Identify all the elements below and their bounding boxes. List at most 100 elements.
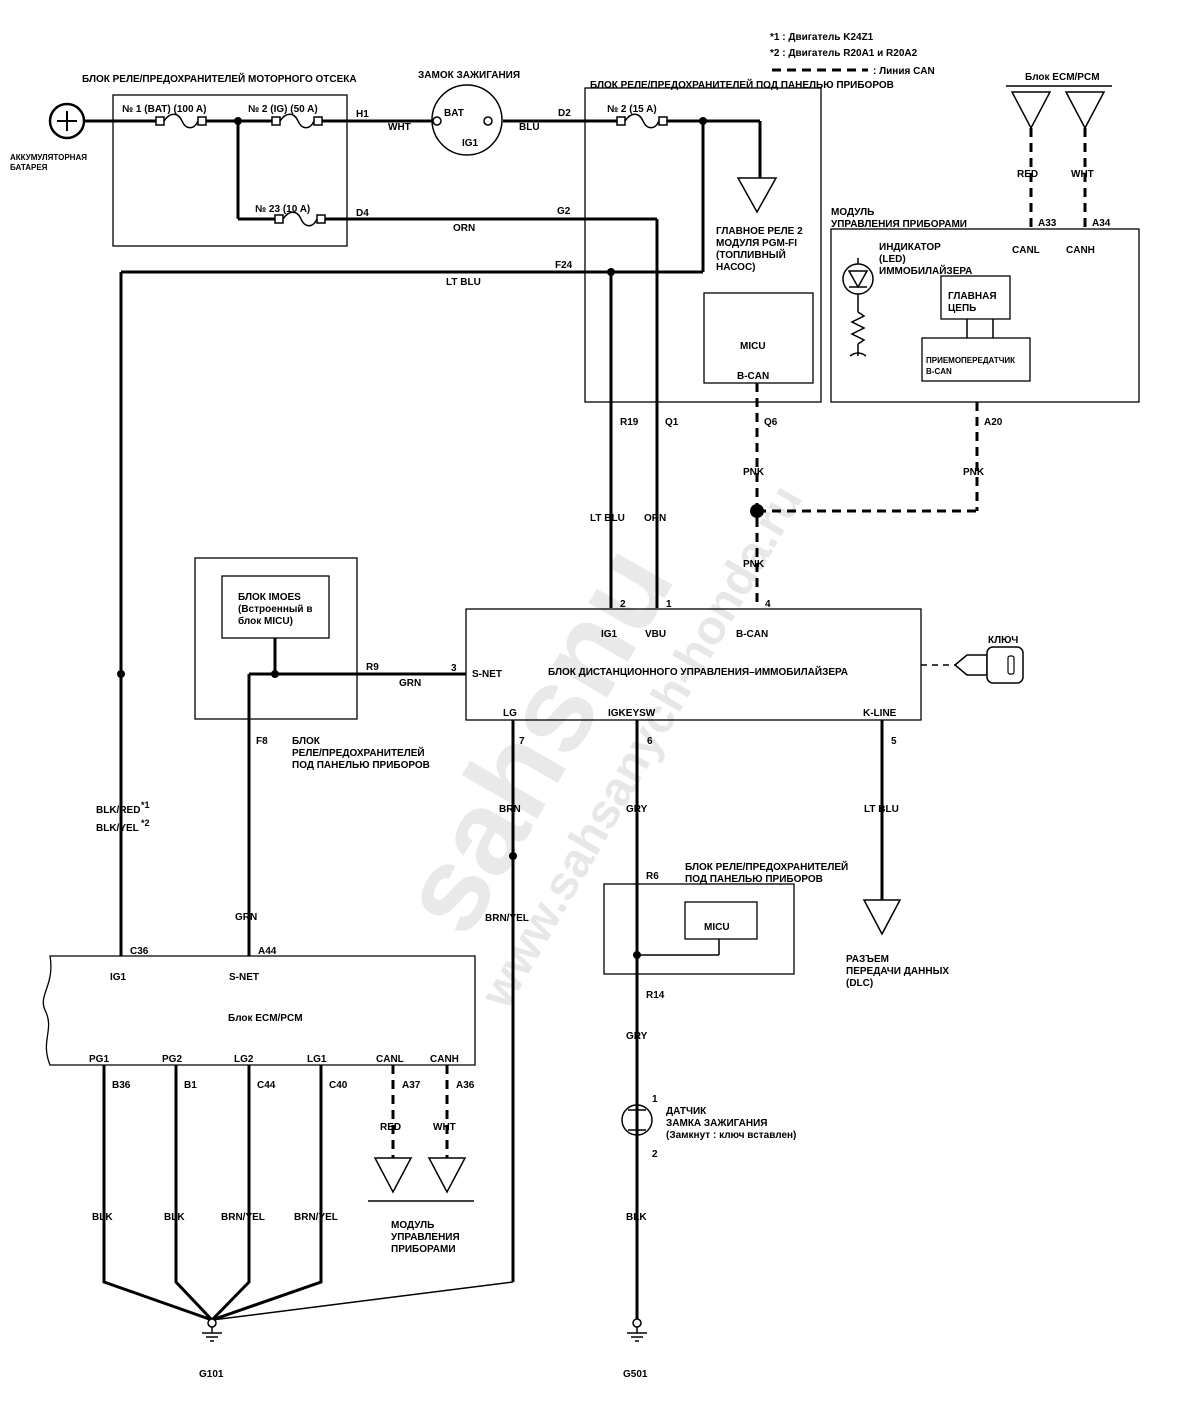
- ecm-ig1: IG1: [110, 972, 127, 983]
- ecm-gauge-label-3: ПРИБОРАМИ: [391, 1244, 456, 1255]
- relay-label-2: МОДУЛЯ PGM-FI: [716, 238, 797, 249]
- led-icon: [842, 258, 874, 357]
- immob-igkeysw: IGKEYSW: [608, 708, 656, 719]
- dlc-label-2: ПЕРЕДАЧИ ДАННЫХ: [846, 966, 949, 977]
- fuse-23-label: № 23 (10 A): [255, 204, 310, 215]
- wire-sup-2: *2: [141, 818, 150, 828]
- ecm-c36: C36: [130, 946, 149, 957]
- wire-label-blu: BLU: [519, 122, 540, 133]
- gauge-canh: CANH: [1066, 245, 1095, 256]
- ignition-switch: [431, 84, 503, 156]
- immob-ig1: IG1: [601, 629, 618, 640]
- gauge-main-1: ГЛАВНАЯ: [948, 291, 997, 302]
- ignition-ig1: IG1: [462, 138, 479, 149]
- sensor-label-2: ЗАМКА ЗАЖИГАНИЯ: [666, 1118, 768, 1129]
- wire-label-orn-q1: ORN: [644, 513, 666, 524]
- imoes-caption-3: ПОД ПАНЕЛЬЮ ПРИБОРОВ: [292, 760, 430, 771]
- micu-box: [703, 292, 814, 384]
- ecm-snet: S-NET: [229, 972, 259, 983]
- ground-g101: G101: [199, 1369, 224, 1380]
- immob-pin-2: 2: [620, 599, 626, 610]
- ig1-junction: [117, 670, 125, 678]
- pin-r9: R9: [366, 662, 379, 673]
- imoes-caption-1: БЛОК: [292, 736, 321, 747]
- ground-g501: G501: [623, 1369, 648, 1380]
- dash-fuse-2: [616, 113, 668, 129]
- gauge-main-2: ЦЕПЬ: [948, 303, 976, 314]
- gauge-a33: A33: [1038, 218, 1057, 229]
- fuse-23: [274, 211, 326, 227]
- key-icon: [953, 646, 1024, 684]
- gauge-trx-1: ПРИЕМОПЕРЕДАТЧИК: [926, 356, 1015, 365]
- pin-d2: D2: [558, 108, 571, 119]
- dlc-label-3: (DLC): [846, 978, 873, 989]
- key-label: КЛЮЧ: [988, 635, 1018, 646]
- immob-pin-6: 6: [647, 736, 653, 747]
- wire-label-pnk-3: PNK: [743, 559, 765, 570]
- ecm-top-title: Блок ECM/PCM: [1025, 72, 1100, 83]
- pin-q1: Q1: [665, 417, 679, 428]
- sensor-label-1: ДАТЧИК: [666, 1106, 707, 1117]
- gauge-a20: A20: [984, 417, 1003, 428]
- sensor-pin-2: 2: [652, 1149, 658, 1160]
- ecm-gauge-label-2: УПРАВЛЕНИЯ: [391, 1232, 460, 1243]
- watermark: sahsnu www.sahsanych-honda.ru: [373, 477, 813, 1018]
- gauge-canl: CANL: [1012, 245, 1040, 256]
- immob-pin-5: 5: [891, 736, 897, 747]
- ecm-lg1: LG1: [307, 1054, 327, 1065]
- wire-label-blk-yel: BLK/YEL: [96, 823, 139, 834]
- wire-label-grn-snet: GRN: [399, 678, 421, 689]
- micu-label: MICU: [740, 341, 766, 352]
- ecm-c44: C44: [257, 1080, 276, 1091]
- imoes-label-2: (Встроенный в: [238, 604, 312, 615]
- fuse-1-label: № 1 (BAT) (100 A): [122, 104, 207, 115]
- pin-f8: F8: [256, 736, 268, 747]
- ecm-top-red: RED: [1017, 169, 1038, 180]
- wire-label-gry-1: GRY: [626, 804, 648, 815]
- dlc-label-1: РАЗЪЕМ: [846, 954, 889, 965]
- dash-fuse-box: [584, 87, 822, 403]
- wire-label-lt-blu-r19: LT BLU: [590, 513, 625, 524]
- ecm-b36: B36: [112, 1080, 131, 1091]
- ecm-top-antenna-wht: [1064, 91, 1106, 130]
- fuse-2-label: № 2 (IG) (50 A): [248, 104, 318, 115]
- pin-g2: G2: [557, 206, 571, 217]
- immob-kline: K-LINE: [863, 708, 897, 719]
- ecm-lg2: LG2: [234, 1054, 254, 1065]
- immob-pin-4: 4: [765, 599, 771, 610]
- wire-label-orn-top: ORN: [453, 223, 475, 234]
- micu2-caption-2: ПОД ПАНЕЛЬЮ ПРИБОРОВ: [685, 874, 823, 885]
- note-1: *1 : Двигатель K24Z1: [770, 32, 874, 43]
- imoes-caption-2: РЕЛЕ/ПРЕДОХРАНИТЕЛЕЙ: [292, 746, 425, 759]
- pin-f24: F24: [555, 260, 573, 271]
- wire-label-brn-yel-2: BRN/YEL: [221, 1212, 265, 1223]
- gauge-title-1: МОДУЛЬ: [831, 207, 874, 218]
- wire-label-lt-blu-top: LT BLU: [446, 277, 481, 288]
- engine-fuse-box: [112, 94, 348, 247]
- ecm-canh: CANH: [430, 1054, 459, 1065]
- gauge-a34: A34: [1092, 218, 1111, 229]
- pin-r19: R19: [620, 417, 639, 428]
- wire-label-gry-2: GRY: [626, 1031, 648, 1042]
- ignition-bat: BAT: [444, 108, 464, 119]
- ecm-a37: A37: [402, 1080, 421, 1091]
- ecm-a44: A44: [258, 946, 277, 957]
- can-junction: [750, 504, 764, 518]
- sensor-pin-1: 1: [652, 1094, 658, 1105]
- ecm-a36: A36: [456, 1080, 475, 1091]
- ecm-antenna-canl: [373, 1157, 413, 1194]
- ground-g501-icon: [627, 1318, 647, 1342]
- relay-label-1: ГЛАВНОЕ РЕЛЕ 2: [716, 226, 803, 237]
- ignition-sensor: [621, 1100, 653, 1140]
- wire-label-brn-yel-3: BRN/YEL: [294, 1212, 338, 1223]
- pin-h1: H1: [356, 109, 369, 120]
- micu2-label: MICU: [704, 922, 730, 933]
- pin-d4: D4: [356, 208, 369, 219]
- ground-g101-icon: [202, 1318, 222, 1342]
- ecm-gauge-label-1: МОДУЛЬ: [391, 1220, 434, 1231]
- ecm-top-antenna-red: [1010, 91, 1052, 130]
- micu2-r6: R6: [646, 871, 659, 882]
- gauge-led-3: ИММОБИЛАЙЗЕРА: [879, 264, 972, 277]
- wire-label-brn-yel: BRN/YEL: [485, 913, 529, 924]
